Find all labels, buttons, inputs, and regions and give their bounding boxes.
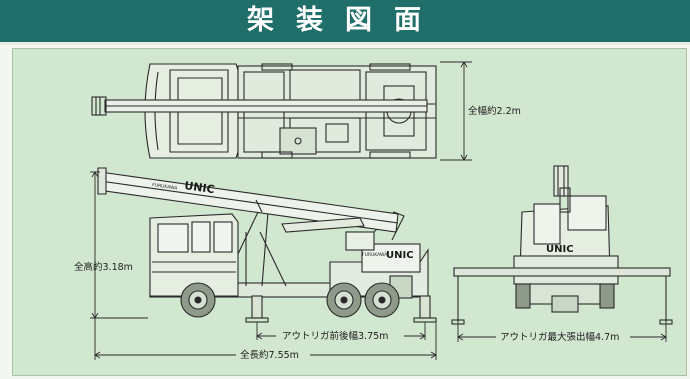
boom-logo: UNIC (184, 179, 216, 196)
width-label: 全幅約2.2m (468, 105, 521, 117)
top-view (91, 63, 437, 159)
outrigger-width-label: アウトリガ最大張出幅4.7m (500, 331, 619, 343)
height-label: 全高約3.18m (74, 261, 133, 273)
height-dimension (90, 171, 148, 319)
outrigger-width-label-bg (496, 330, 630, 343)
rear-logo: UNIC (546, 244, 574, 255)
side-view (97, 167, 437, 323)
width-dimension (440, 61, 472, 161)
rear-view (451, 165, 673, 325)
length-label: 全長約7.55m (240, 349, 299, 361)
body-logo-small: FURUKAWA (362, 252, 388, 258)
page-title: 架装図面 (247, 5, 443, 36)
outrigger-span-label: アウトリガ前後幅3.75m (282, 330, 388, 342)
header-bar: 架装図面 (0, 0, 690, 42)
header-divider (0, 42, 690, 45)
length-label-bg (236, 348, 310, 361)
boom-logo-small: FURUKAWA (152, 182, 179, 192)
body-logo: UNIC (386, 250, 414, 261)
outrigger-span-label-bg (276, 329, 404, 342)
